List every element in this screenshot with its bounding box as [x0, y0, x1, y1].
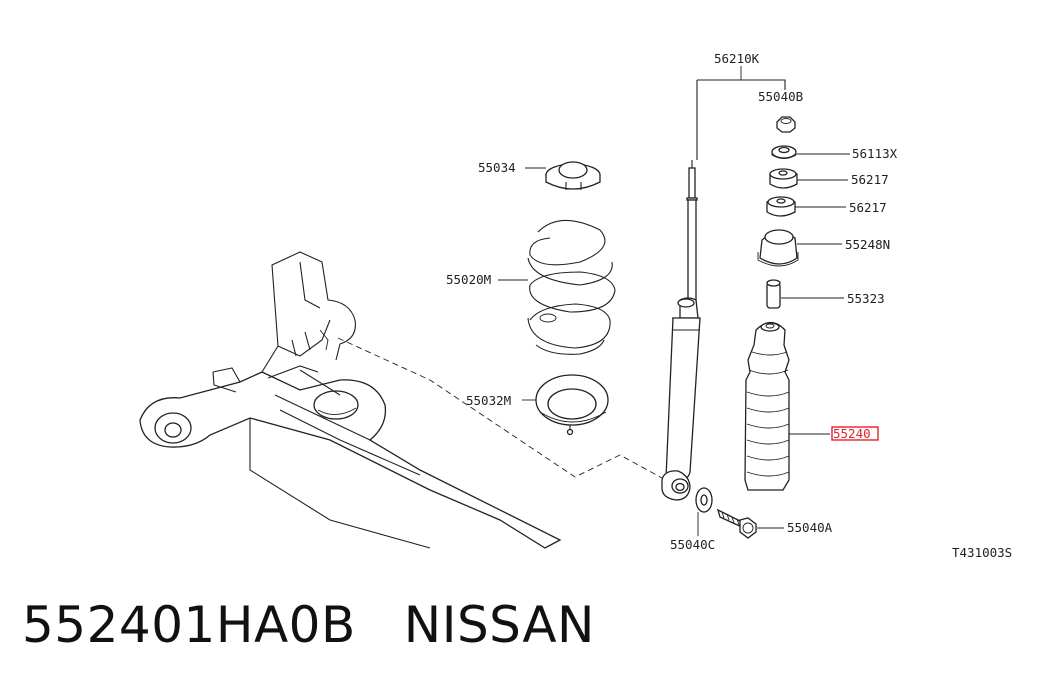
nut-55040B: [776, 116, 796, 133]
label-55040B: 55040B: [758, 89, 803, 104]
label-56113X: 56113X: [852, 146, 898, 161]
label-55020M: 55020M: [446, 272, 491, 287]
label-55323: 55323: [847, 291, 885, 306]
part-number: 552401HA0B: [22, 596, 356, 654]
lower-spring-seat-55032M: [535, 374, 609, 436]
leader-56210K: [696, 79, 786, 160]
label-55034: 55034: [478, 160, 516, 175]
diagram-reference-code: T431003S: [952, 545, 1012, 560]
spacer-55323: [766, 279, 781, 309]
upper-spring-seat-55034: [545, 161, 601, 190]
brand-name: NISSAN: [403, 596, 595, 654]
label-55040C: 55040C: [670, 537, 715, 552]
shock-absorber-56210K: [661, 160, 701, 501]
label-55032M: 55032M: [466, 393, 511, 408]
washer-56113X: [771, 145, 797, 159]
label-56210K: 56210K: [714, 51, 760, 66]
label-55240: 55240: [833, 426, 871, 441]
part-caption: 552401HA0B NISSAN: [22, 596, 595, 654]
rear-axle-beam: [139, 251, 562, 549]
assembly-dashed-line: [337, 337, 663, 479]
coil-spring-55020M: [527, 219, 616, 355]
label-56217-upper: 56217: [851, 172, 889, 187]
bushing-56217-upper: [769, 168, 798, 189]
mount-55248N: [757, 229, 799, 267]
label-55248N: 55248N: [845, 237, 890, 252]
bolt-55040A: [716, 508, 757, 539]
label-55040A: 55040A: [787, 520, 833, 535]
washer-55040C: [695, 487, 713, 513]
label-56217-lower: 56217: [849, 200, 887, 215]
leader-lines: [498, 153, 850, 536]
label-55240-highlight[interactable]: 55240: [831, 426, 879, 441]
bushing-56217-lower: [766, 196, 796, 217]
bump-stop-boot-55240: [744, 321, 790, 491]
